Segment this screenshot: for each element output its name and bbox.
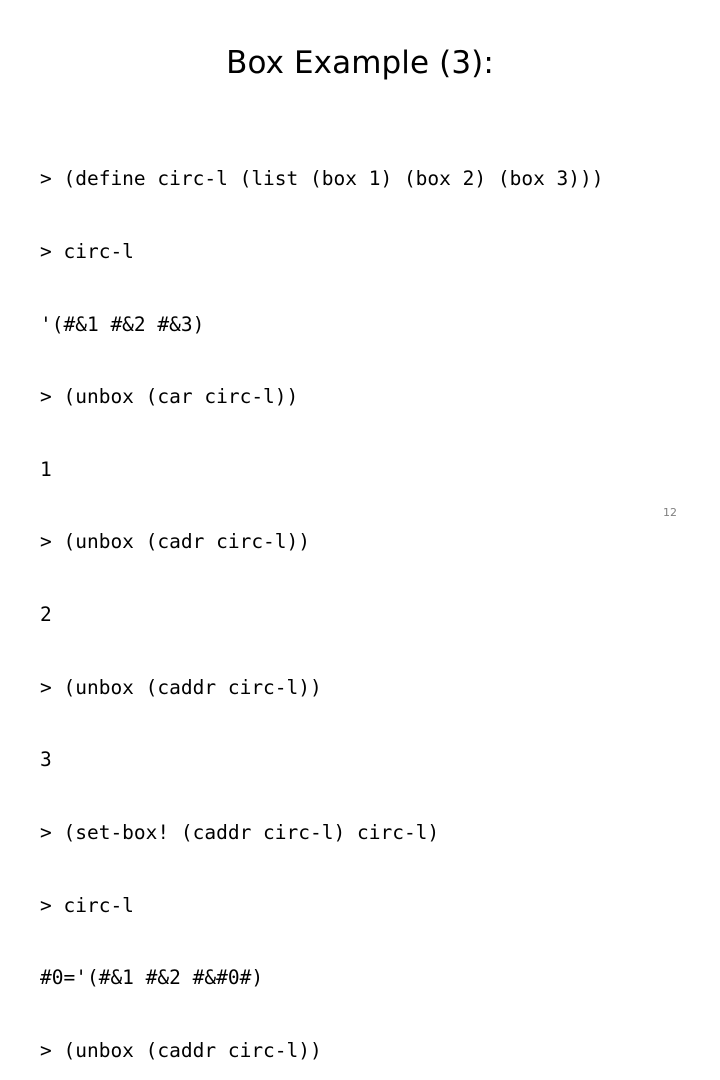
code-line: > (unbox (cadr circ-l)) — [40, 530, 311, 554]
page-title: Box Example (3): — [226, 45, 494, 81]
code-transcript: > (define circ-l (list (box 1) (box 2) (… — [40, 119, 700, 1080]
code-line: > (unbox (caddr circ-l)) — [40, 1038, 322, 1062]
code-line: > (unbox (caddr circ-l)) — [40, 675, 322, 699]
code-line: > circ-l — [40, 240, 134, 264]
slide-canvas: Box Example (3): > (define circ-l (list … — [40, 45, 677, 1062]
code-line: > (set-box! (caddr circ-l) circ-l) — [40, 820, 440, 844]
code-line: 3 — [40, 748, 52, 772]
code-line: #0='(#&1 #&2 #&#0#) — [40, 966, 264, 990]
code-line: 2 — [40, 603, 52, 627]
code-line: '(#&1 #&2 #&3) — [40, 312, 205, 336]
code-line: > (unbox (car circ-l)) — [40, 385, 299, 409]
page-number: 12 — [663, 506, 677, 519]
code-line: 1 — [40, 457, 52, 481]
code-line: > (define circ-l (list (box 1) (box 2) (… — [40, 167, 604, 191]
code-line: > circ-l — [40, 893, 134, 917]
